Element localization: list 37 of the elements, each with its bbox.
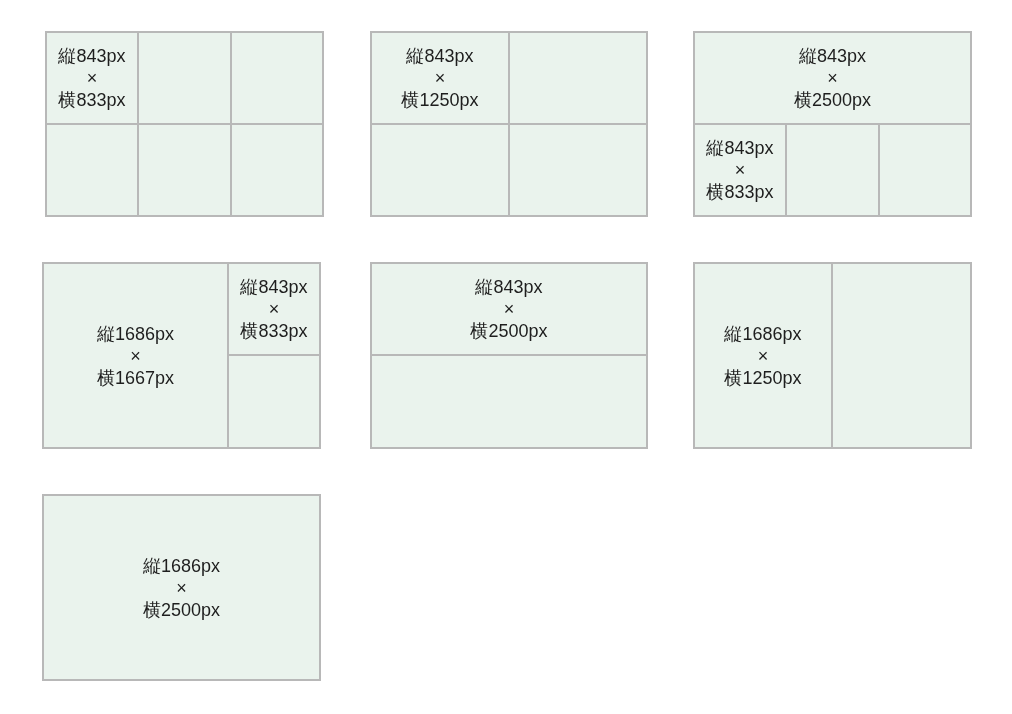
layout-cell <box>372 264 646 354</box>
size-label: 縦843px × 横2500px <box>470 276 548 342</box>
size-label: 縦843px × 横833px <box>706 137 774 203</box>
layout-cell <box>878 123 970 215</box>
layout-frame <box>693 262 972 449</box>
layout-cell <box>695 123 785 215</box>
layout-cell <box>372 354 646 447</box>
size-label: 縦1686px × 横1667px <box>96 322 175 389</box>
size-label: 縦843px × 横2500px <box>793 45 872 111</box>
layout-cell <box>137 33 230 123</box>
layout-cell <box>785 123 878 215</box>
layout-cell <box>695 264 831 447</box>
layout-cell <box>508 33 646 123</box>
layout-cell <box>44 264 227 447</box>
size-label: 縦843px × 横833px <box>240 276 308 342</box>
layout-cell <box>42 494 321 681</box>
layout-cell <box>47 123 137 215</box>
size-label: 縦843px × 横1250px <box>401 45 479 111</box>
layout-cell <box>372 33 508 123</box>
size-label: 縦843px × 横833px <box>58 45 126 111</box>
layout-cell <box>47 33 137 123</box>
layout-cell <box>508 123 646 215</box>
layout-frame <box>693 31 972 217</box>
layout-frame <box>370 31 648 217</box>
layout-cell <box>372 123 508 215</box>
layout-cell <box>230 33 322 123</box>
layout-cell <box>230 123 322 215</box>
layout-cell <box>227 354 319 447</box>
layout-cell <box>695 33 970 123</box>
layout-cell <box>227 264 319 354</box>
layout-frame <box>370 262 648 449</box>
layout-cell <box>137 123 230 215</box>
size-label: 縦1686px × 横1250px <box>724 322 802 389</box>
size-label: 縦1686px × 横2500px <box>142 554 221 621</box>
layout-frame <box>45 31 324 217</box>
layout-frame <box>42 262 321 449</box>
layout-cell <box>831 264 970 447</box>
